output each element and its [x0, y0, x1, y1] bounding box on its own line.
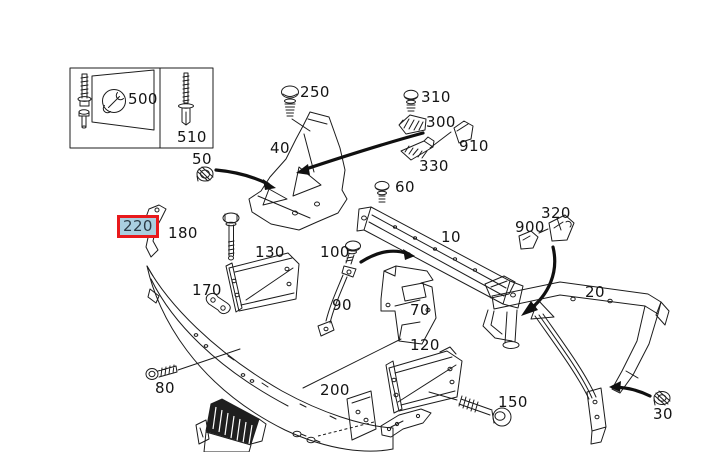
leader-900-to-320 [538, 228, 549, 234]
part-310-drawing [403, 89, 419, 112]
part-80-drawing [145, 348, 241, 380]
part-330-drawing [400, 131, 452, 161]
arrowhead-100 [403, 249, 415, 260]
part-label-130[interactable]: 130 [255, 243, 285, 261]
part-label-510[interactable]: 510 [177, 128, 207, 146]
part-label-10[interactable]: 10 [441, 228, 461, 246]
part-910-drawing [453, 120, 474, 144]
part-label-250[interactable]: 250 [300, 83, 330, 101]
part-100-drawing [345, 240, 361, 265]
part-label-170[interactable]: 170 [192, 281, 222, 299]
part-200-drawing [146, 265, 402, 452]
part-90-drawing [317, 265, 357, 337]
wrench-icon [102, 89, 126, 113]
part-label-40[interactable]: 40 [270, 139, 290, 157]
part-label-320[interactable]: 320 [541, 204, 571, 222]
reference-box [69, 67, 214, 149]
part-900-drawing [518, 230, 539, 250]
leader-250-to-40 [291, 118, 311, 132]
part-label-60[interactable]: 60 [395, 178, 415, 196]
leader-910-to-330 [429, 131, 452, 149]
part-150-drawing [428, 391, 512, 427]
part-320-drawing [538, 214, 575, 242]
part-label-310[interactable]: 310 [421, 88, 451, 106]
part-label-120[interactable]: 120 [410, 336, 440, 354]
leader-150 [428, 391, 458, 401]
part-label-500[interactable]: 500 [128, 90, 158, 108]
part-label-80[interactable]: 80 [155, 379, 175, 397]
part-label-180[interactable]: 180 [168, 224, 198, 242]
part-label-30[interactable]: 30 [653, 405, 673, 423]
arrowhead-30 [609, 381, 621, 392]
leader-120-to-200 [302, 338, 402, 389]
part-label-150[interactable]: 150 [498, 393, 528, 411]
part-170-drawing [205, 292, 231, 315]
part-60-drawing [374, 180, 390, 203]
part-20-drawing [482, 275, 670, 445]
part-label-200[interactable]: 200 [320, 381, 350, 399]
bumper-end-plate [346, 390, 377, 441]
part-label-70[interactable]: 70 [410, 301, 430, 319]
grille-drawing [195, 398, 267, 452]
leader-end-plate [317, 421, 375, 437]
arrow-300-to-40 [301, 131, 425, 172]
arrowhead-300 [296, 164, 310, 175]
part-70-drawing [380, 265, 437, 345]
part-label-50[interactable]: 50 [192, 150, 212, 168]
part-label-20[interactable]: 20 [585, 283, 605, 301]
part-label-300[interactable]: 300 [426, 113, 456, 131]
leader-80 [177, 348, 241, 371]
arrowhead-50 [263, 179, 276, 190]
part-500-drawing [77, 69, 155, 131]
part-label-90[interactable]: 90 [332, 296, 352, 314]
part-50-drawing [196, 166, 214, 182]
part-label-900[interactable]: 900 [515, 218, 545, 236]
part-250-drawing [281, 85, 311, 132]
part-label-220-selected[interactable]: 220 [117, 215, 159, 238]
part-label-910[interactable]: 910 [459, 137, 489, 155]
part-label-100[interactable]: 100 [320, 243, 350, 261]
part-300-drawing [398, 114, 427, 135]
part-180-drawing [222, 212, 240, 261]
part-510-drawing [178, 72, 194, 126]
part-label-330[interactable]: 330 [419, 157, 449, 175]
part-120-drawing [385, 346, 463, 414]
part-130-drawing [225, 252, 300, 313]
arrowhead-320 [521, 301, 538, 316]
part-30-drawing [653, 390, 671, 406]
